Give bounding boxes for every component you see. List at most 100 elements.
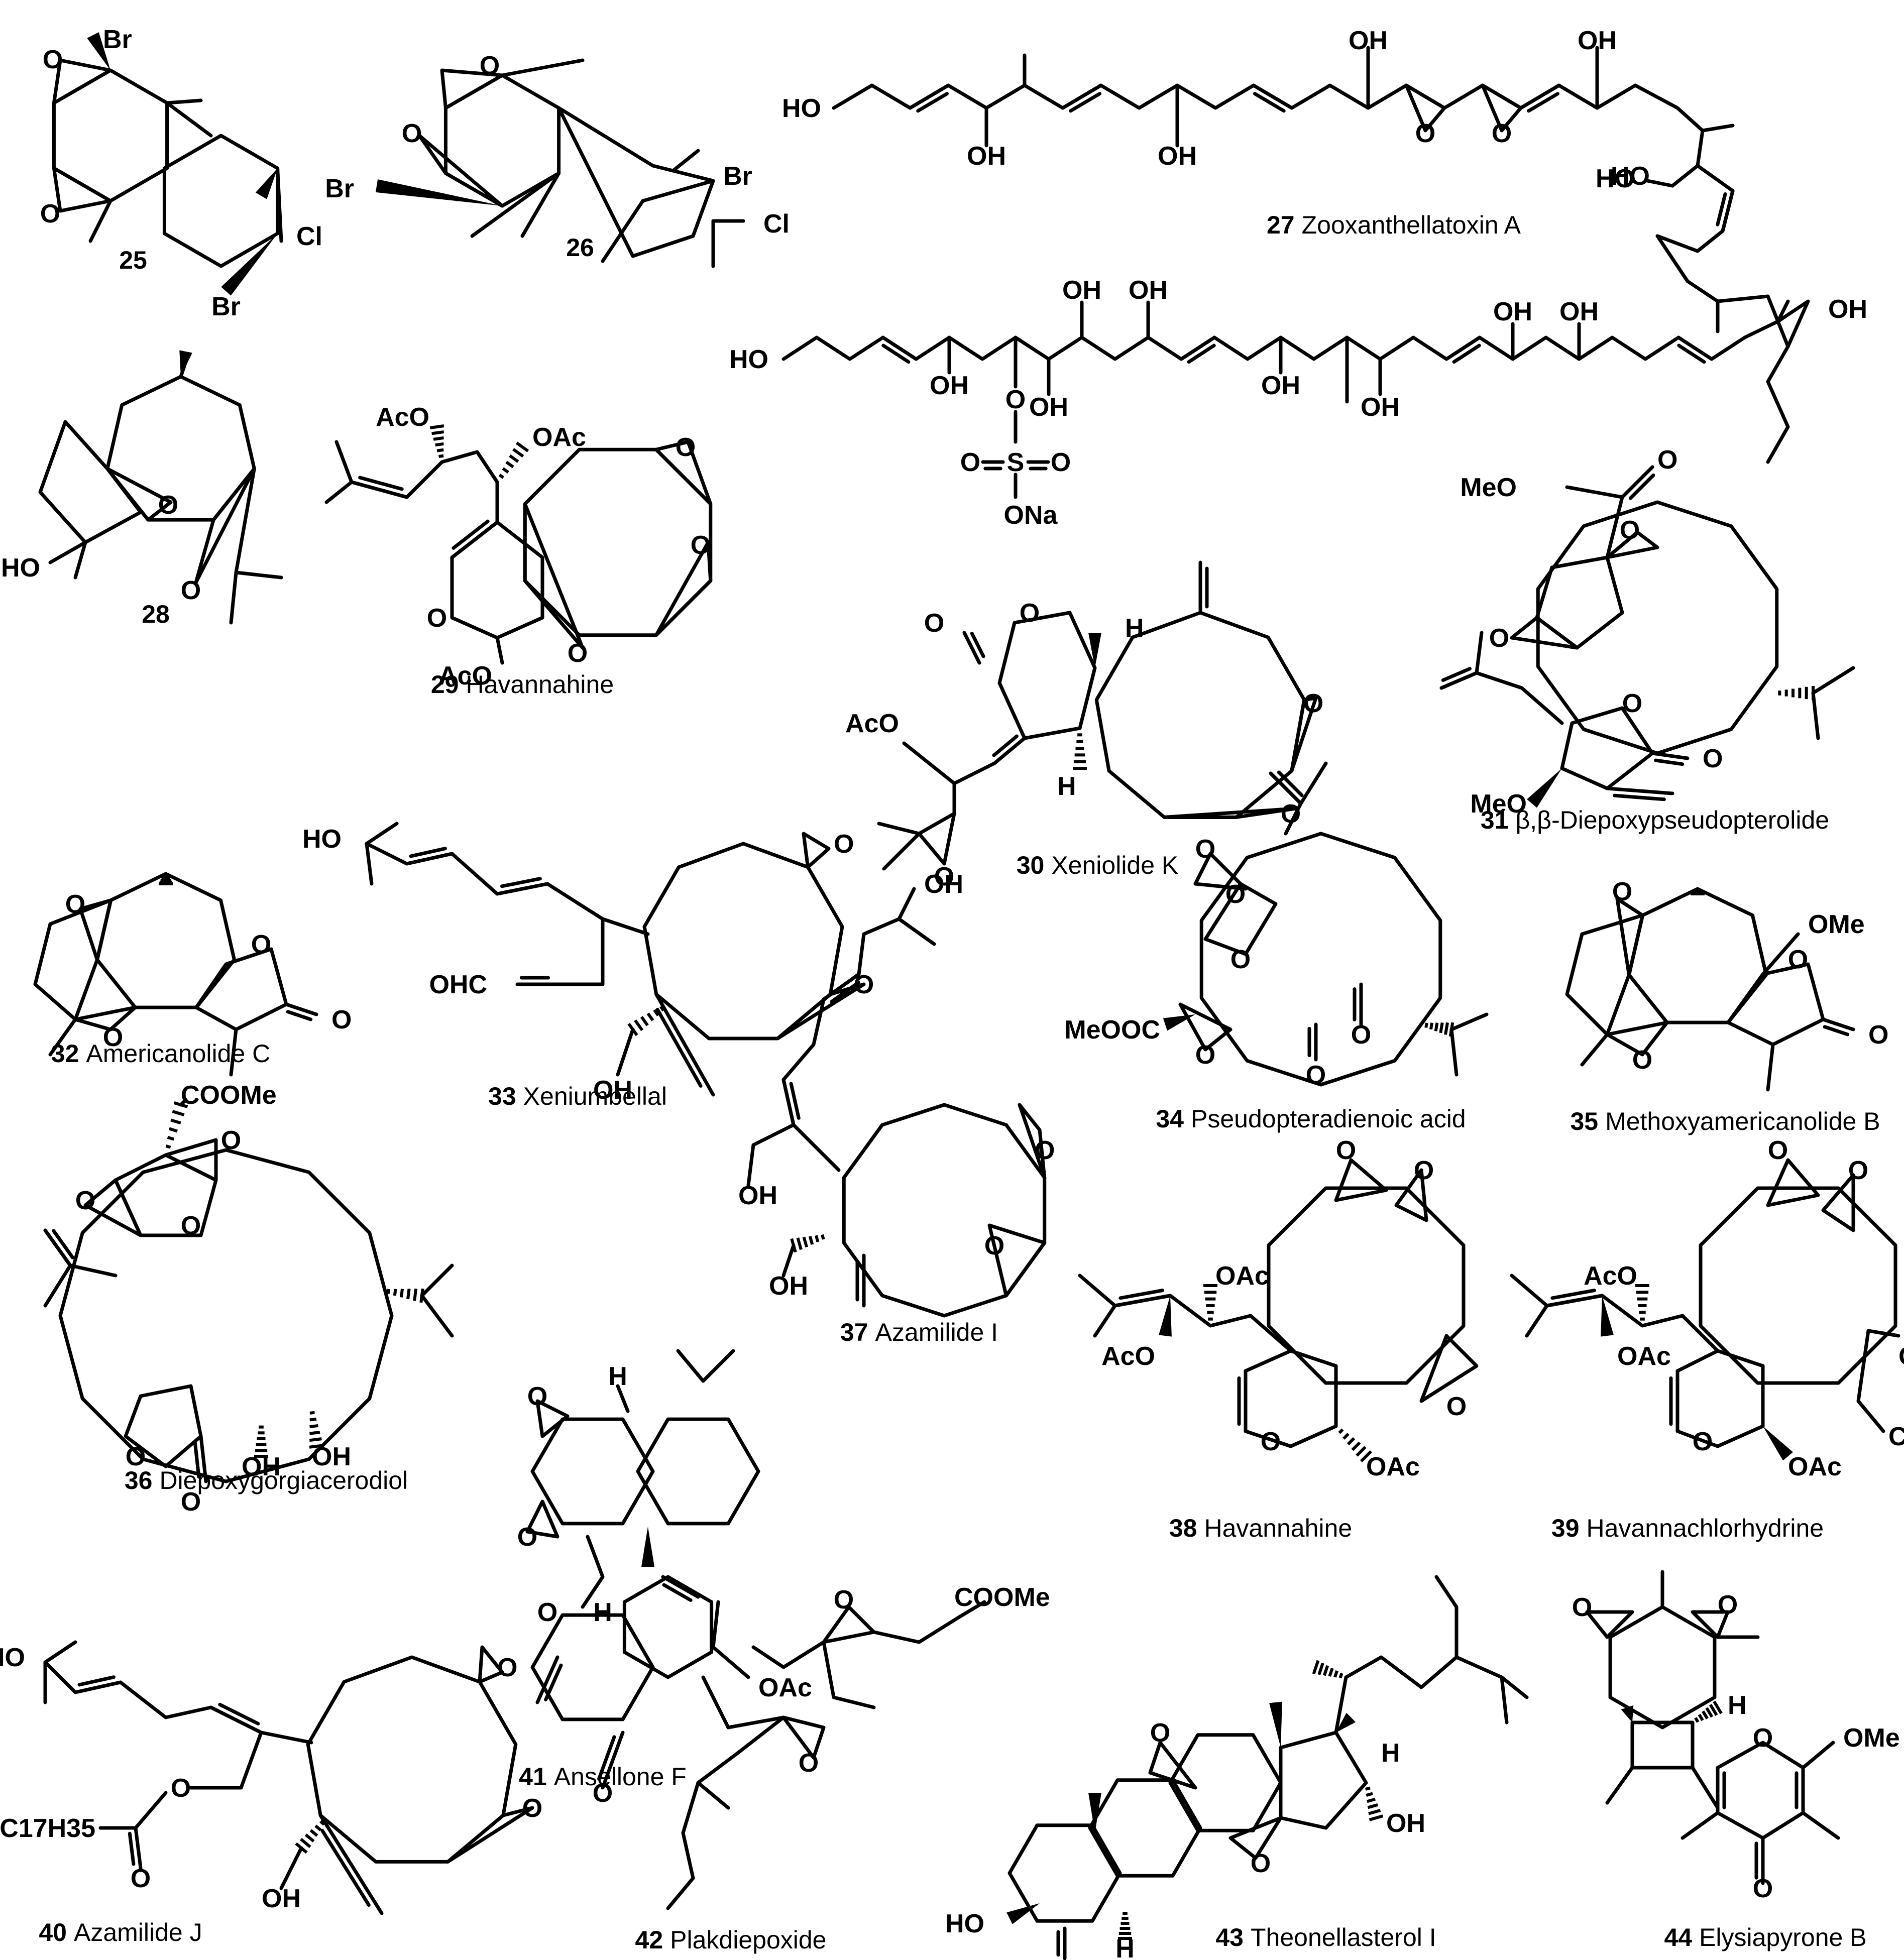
atom-label: HO: [1596, 164, 1635, 193]
atom-label: O: [1051, 448, 1071, 477]
atom-label: O: [1657, 445, 1677, 475]
bond: [822, 1640, 836, 1699]
atom-label: O: [568, 639, 588, 668]
double-bond: [1118, 1289, 1164, 1300]
double-bond: [1545, 1294, 1604, 1308]
hash-bond: [1429, 1022, 1434, 1030]
hash-bond: [172, 1110, 185, 1117]
atom-label: O: [1489, 624, 1509, 653]
atom-label: O: [854, 970, 874, 999]
bond: [1811, 666, 1855, 695]
atom-label: H: [1057, 772, 1076, 801]
wedge-bond: [1527, 768, 1562, 808]
hash-bond: [300, 1837, 311, 1849]
atom-label: H: [1728, 1691, 1747, 1720]
compound-name: Azamilide J: [74, 1918, 202, 1946]
hash-bond: [808, 1236, 814, 1245]
double-bond: [1179, 335, 1216, 361]
bond: [1299, 761, 1328, 805]
double-bond: [350, 480, 409, 499]
atom-label: H: [593, 1598, 612, 1627]
bond: [1449, 1027, 1459, 1077]
bond: [324, 460, 444, 504]
double-bond: [199, 1434, 208, 1483]
atom-label: OH: [1261, 371, 1300, 400]
hash-bond: [512, 448, 524, 458]
ring-bond: [194, 947, 288, 1031]
atom-label: O: [1768, 1136, 1788, 1165]
bond: [897, 917, 936, 946]
double-bond: [320, 1828, 371, 1907]
bond: [1691, 1766, 1720, 1810]
double-bond: [128, 1831, 136, 1866]
atom-label: O: [1693, 1427, 1713, 1456]
hash-bond: [1424, 1022, 1428, 1028]
compound-caption-25: 25: [119, 246, 147, 274]
atom-label: O: [1414, 1156, 1434, 1185]
atom-label: MeO: [1470, 789, 1527, 819]
ring-bond: [642, 842, 844, 1041]
atom-label: Br: [103, 25, 132, 54]
double-bond: [409, 847, 447, 858]
epoxide-ring: [478, 1645, 504, 1684]
double-bond: [662, 1583, 693, 1602]
atom-label: H: [1115, 1934, 1135, 1960]
atom-label: O: [1195, 1041, 1215, 1070]
atom-label: O: [221, 1126, 241, 1155]
bond: [470, 171, 561, 238]
double-bond: [1620, 465, 1654, 499]
atom-label: O: [1620, 516, 1640, 545]
epoxide-ring: [440, 68, 504, 110]
wedge-bond: [255, 168, 278, 199]
hash-bond: [1444, 1022, 1449, 1035]
bond: [1801, 1741, 1835, 1770]
atom-label: O: [537, 1598, 557, 1627]
epoxide-ring: [1162, 806, 1298, 819]
double-bond: [1650, 751, 1690, 760]
atom-label: OH: [312, 1442, 351, 1471]
atom-label: OAc: [532, 423, 586, 452]
compound-name: Theonellasterol I: [1251, 1923, 1436, 1951]
epoxide-ring: [1510, 616, 1579, 650]
hash-bond: [1312, 1660, 1320, 1675]
wedge-bond: [1159, 1296, 1172, 1337]
double-bond: [822, 972, 861, 1001]
double-bond: [655, 1007, 703, 1088]
atom-label: O: [1306, 1061, 1326, 1090]
atom-label: H: [1125, 614, 1144, 643]
atom-label: O: [799, 1749, 819, 1778]
atom-label: OH: [1062, 276, 1101, 305]
hash-bond: [498, 474, 505, 479]
hash-bond: [1367, 1803, 1379, 1809]
atom-label: O: [480, 51, 500, 80]
epoxide-ring: [78, 898, 113, 962]
epoxide-ring: [1605, 1020, 1669, 1057]
hash-bond: [1702, 1710, 1709, 1719]
hash-bond: [505, 460, 514, 469]
atom-label: O: [1020, 599, 1040, 628]
epoxide-ring: [1605, 530, 1659, 559]
epoxide-ring: [73, 1005, 137, 1031]
double-bond: [597, 1735, 616, 1781]
atom-label: O: [65, 890, 85, 919]
atom-label: O: [1848, 1156, 1868, 1185]
hash-bond: [167, 1135, 175, 1141]
atom-label: O: [676, 433, 696, 462]
hash-bond: [646, 1012, 654, 1021]
bond: [671, 149, 700, 173]
hash-bond: [170, 1118, 181, 1125]
hash-bond: [1342, 1433, 1350, 1440]
epoxide-ring: [654, 440, 713, 506]
bond: [781, 917, 901, 1172]
atom-label: AcO: [438, 661, 492, 690]
double-bond: [1269, 771, 1303, 805]
hash-bond: [436, 448, 444, 452]
epoxide-ring: [917, 812, 956, 866]
atom-label: H: [1381, 1739, 1400, 1768]
hash-bond: [821, 1234, 825, 1240]
atom-label: O: [1632, 1046, 1652, 1075]
atom-label: OAc: [758, 1673, 812, 1702]
ring-bond: [530, 1613, 655, 1721]
compound-name: Xeniolide K: [1051, 851, 1178, 879]
